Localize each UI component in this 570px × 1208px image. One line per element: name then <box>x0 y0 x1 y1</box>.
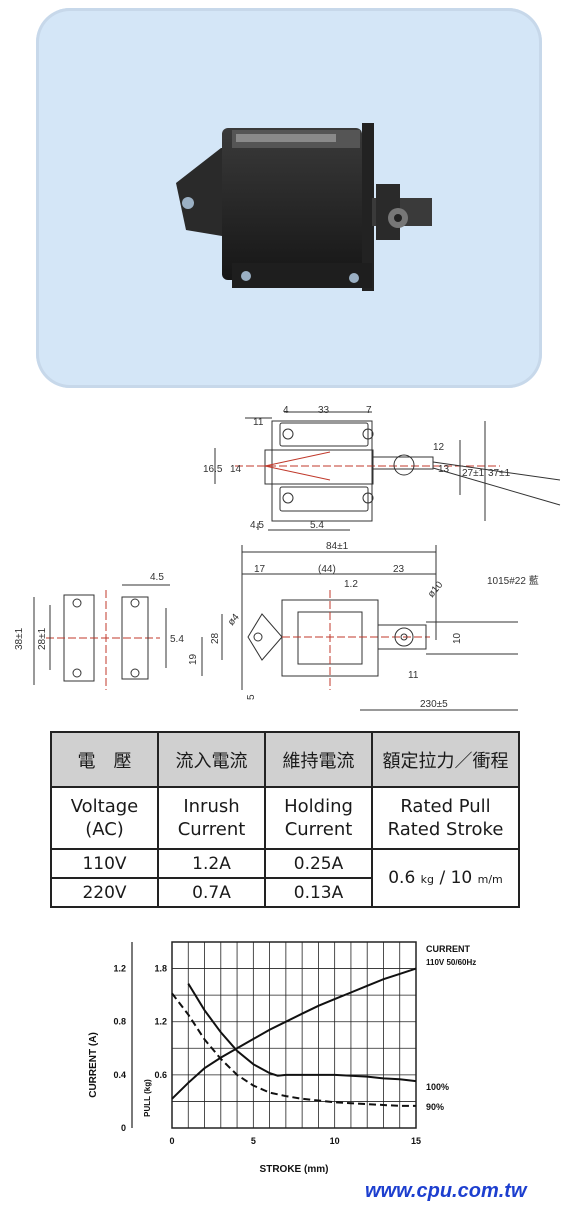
rated-pull-stroke-cell: 0.6 kg / 10 m/m <box>371 848 520 908</box>
dim-side-17: 17 <box>254 564 266 575</box>
dim-side-10: 10 <box>452 632 463 644</box>
series-line-100- <box>187 983 417 1083</box>
dim-top-13: 13 <box>438 464 450 475</box>
table-row: 110V 1.2A 0.25A 0.6 kg / 10 m/m <box>50 848 520 908</box>
spec-table-header-row: 電 壓 流入電流 維持電流 額定拉力／衝程 <box>50 731 520 788</box>
pull-tick-label: 1.8 <box>154 964 167 974</box>
x-tick-label: 0 <box>169 1136 174 1146</box>
end-view-drawing <box>33 584 170 690</box>
header-holding: 維持電流 <box>264 731 373 788</box>
table-row: 220V 0.7A 0.13A <box>50 877 519 908</box>
dim-top-37: 37±1 <box>488 468 511 479</box>
dim-side-230: 230±5 <box>420 699 448 710</box>
dim-top-7: 7 <box>366 405 372 416</box>
dim-top-12: 12 <box>433 442 445 453</box>
dim-side-5: 5 <box>246 694 257 700</box>
x-tick-label: 10 <box>330 1136 340 1146</box>
current-tick-label: 0.8 <box>113 1017 126 1027</box>
series-line-90- <box>171 992 416 1107</box>
chart-series <box>171 967 417 1107</box>
dim-side-dia4: ø4 <box>226 612 242 628</box>
spec-table: 電 壓 流入電流 維持電流 額定拉力／衝程 Voltage(AC) Inrush… <box>50 731 520 908</box>
current-tick-label: 0.4 <box>113 1070 126 1080</box>
dim-side-1-2: 1.2 <box>344 579 358 590</box>
header-voltage: 電 壓 <box>50 731 159 788</box>
voltage-cell: 110V <box>50 848 159 879</box>
holding-cell: 0.13A <box>264 877 373 908</box>
dim-side-84: 84±1 <box>326 541 349 552</box>
dimension-drawings: 11 4 33 7 16.5 14 12 13 27±1 37±1 4.5 5.… <box>14 405 561 711</box>
current-tick-label: 0 <box>121 1123 126 1133</box>
header-rated: 額定拉力／衝程 <box>371 731 520 788</box>
mounting-bracket <box>176 148 234 238</box>
dim-top-4: 4 <box>283 405 289 416</box>
desc-voltage: Voltage(AC) <box>50 786 159 850</box>
header-inrush: 流入電流 <box>157 731 266 788</box>
legend-current-label: CURRENT <box>426 944 471 954</box>
dim-top-33: 33 <box>318 405 330 416</box>
side-view-drawing <box>201 545 518 711</box>
pull-tick-label: 0.6 <box>154 1070 167 1080</box>
dim-side-11: 11 <box>408 670 419 681</box>
dim-top-16-5: 16.5 <box>203 464 223 475</box>
current-tick-label: 1.2 <box>113 964 126 974</box>
legend-current-sub-label: 110V 50/60Hz <box>426 958 476 967</box>
pull-tick-label: 1.2 <box>154 1017 167 1027</box>
dim-top-11: 11 <box>253 417 264 428</box>
pull-axis-label: PULL (kg) <box>143 1079 152 1117</box>
top-view-drawing <box>214 411 561 531</box>
legend-100-label: 100% <box>426 1082 449 1092</box>
dim-end-4-5: 4.5 <box>150 572 164 583</box>
footer-url[interactable]: www.cpu.com.tw <box>365 1180 527 1202</box>
x-tick-label: 5 <box>251 1136 256 1146</box>
dim-top-27: 27±1 <box>462 468 485 479</box>
voltage-cell: 220V <box>50 877 159 908</box>
dim-end-38: 38±1 <box>14 627 25 650</box>
solenoid-photo <box>176 123 432 291</box>
legend-90-label: 90% <box>426 1102 444 1112</box>
holding-cell: 0.25A <box>264 848 373 879</box>
dim-side-dia10: ø10 <box>426 579 446 600</box>
wire-spec-label: 1015#22 藍 <box>487 574 539 587</box>
inrush-cell: 0.7A <box>157 877 266 908</box>
dim-side-28: 28 <box>210 632 221 644</box>
dim-top-4-5: 4.5 <box>250 520 264 531</box>
dim-side-23: 23 <box>393 564 405 575</box>
product-photo-frame <box>36 8 542 388</box>
dim-top-14: 14 <box>230 464 242 475</box>
series-line-current <box>171 967 417 1100</box>
dim-end-5-4: 5.4 <box>170 634 184 645</box>
dim-end-28: 28±1 <box>37 627 48 650</box>
current-axis-label: CURRENT (A) <box>88 1032 99 1098</box>
dim-side-19: 19 <box>188 653 199 665</box>
plot-frame <box>171 941 417 1129</box>
inrush-cell: 1.2A <box>157 848 266 879</box>
coil-body <box>222 128 362 280</box>
dim-side-44: (44) <box>318 564 336 575</box>
chart-grid <box>131 941 417 1129</box>
x-axis-label: STROKE (mm) <box>260 1164 329 1175</box>
x-tick-label: 15 <box>411 1136 421 1146</box>
dim-top-5-4: 5.4 <box>310 520 324 531</box>
